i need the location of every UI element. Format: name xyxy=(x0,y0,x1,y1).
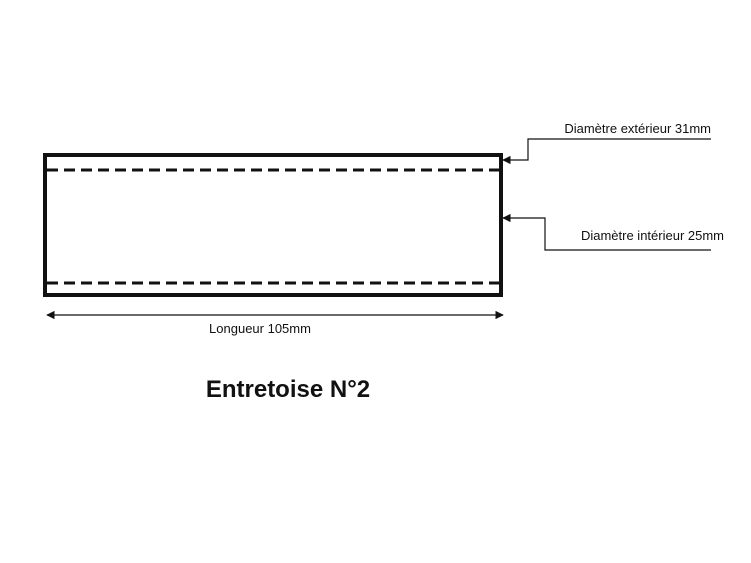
drawing-title: Entretoise N°2 xyxy=(206,376,370,403)
inner-diameter-leader xyxy=(502,213,711,251)
inner-diameter-label: Diamètre intérieur 25mm xyxy=(581,228,724,243)
length-label: Longueur 105mm xyxy=(209,321,311,336)
outer-diameter-leader xyxy=(502,138,711,165)
outer-diameter-label: Diamètre extérieur 31mm xyxy=(564,121,711,136)
spacer-outline xyxy=(43,153,503,297)
